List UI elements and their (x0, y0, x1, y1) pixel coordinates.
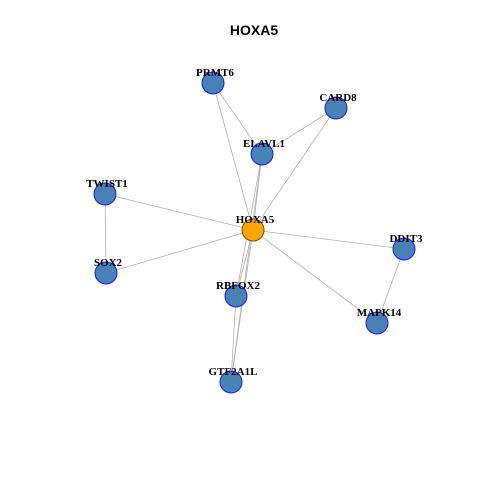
node-hoxa5[interactable] (241, 218, 265, 242)
edge-ddit3-mapk14 (376, 248, 405, 324)
node-rbfox2[interactable] (224, 284, 248, 308)
edge-hoxa5-card8 (252, 107, 337, 231)
node-card8[interactable] (324, 96, 348, 120)
edge-hoxa5-prmt6 (212, 82, 254, 231)
node-mapk14[interactable] (365, 311, 389, 335)
node-twist1[interactable] (93, 182, 117, 206)
edge-hoxa5-ddit3 (252, 229, 405, 250)
node-label-prmt6: PRMT6 (196, 67, 234, 79)
edge-prmt6-elavl1 (212, 82, 263, 155)
node-label-rbfox2: RBFOX2 (216, 280, 261, 292)
node-label-twist1: TWIST1 (86, 178, 128, 190)
node-label-mapk14: MAPK14 (357, 307, 402, 319)
node-label-sox2: SOX2 (94, 257, 123, 269)
node-label-card8: CARD8 (319, 92, 357, 104)
edge-rbfox2-gtf2a1l (230, 295, 237, 383)
edge-hoxa5-mapk14 (252, 229, 378, 324)
node-label-gtf2a1l: GTF2A1L (209, 366, 258, 378)
edge-hoxa5-sox2 (105, 229, 254, 274)
node-sox2[interactable] (94, 261, 118, 285)
node-prmt6[interactable] (201, 71, 225, 95)
node-label-elavl1: ELAVL1 (243, 138, 285, 150)
node-ddit3[interactable] (392, 237, 416, 261)
edge-hoxa5-twist1 (104, 193, 254, 231)
node-label-hoxa5: HOXA5 (236, 214, 275, 226)
node-label-ddit3: DDIT3 (389, 233, 423, 245)
node-gtf2a1l[interactable] (219, 370, 243, 394)
edge-twist1-sox2 (104, 193, 107, 274)
node-elavl1[interactable] (250, 142, 274, 166)
edge-card8-elavl1 (261, 107, 337, 155)
edge-elavl1-gtf2a1l (230, 153, 263, 383)
diagram-title: HOXA5 (230, 22, 278, 38)
node-layer (93, 71, 416, 394)
